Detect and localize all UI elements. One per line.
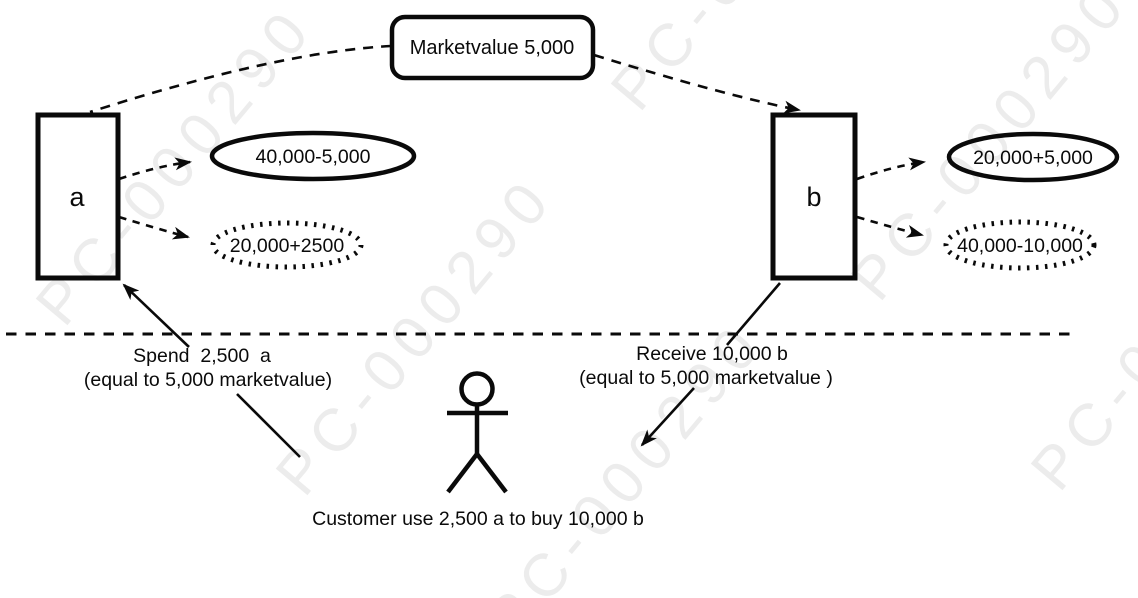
- ellipse-a-solid-balance: [209, 130, 417, 182]
- ellipse-a-dotted-balance: [210, 220, 364, 270]
- marketvalue-box: [389, 14, 596, 81]
- arrow-a-to-solid-balance: [118, 157, 192, 181]
- marketvalue-label: Marketvalue 5,000: [410, 37, 575, 59]
- arrow-b-to-dotted-balance: [856, 215, 924, 238]
- receive-label-line1: Receive 10,000 b: [636, 343, 788, 365]
- arrow-b-to-solid-balance: [856, 157, 926, 181]
- spend-label-line1: Spend 2,500 a: [133, 345, 271, 367]
- spend-label-line2: (equal to 5,000 marketvalue): [84, 369, 332, 391]
- receive-line-upper-segment: [726, 282, 781, 346]
- stick-figure-right-leg: [475, 452, 508, 494]
- receive-arrow-lower-segment: [640, 387, 695, 447]
- stick-figure-head: [459, 371, 495, 407]
- arrow-a-to-dotted-balance: [118, 215, 190, 240]
- marketvalue-curve-to-a: [89, 44, 392, 114]
- ellipse-b-dotted-balance: [943, 219, 1097, 271]
- spend-arrow-lower-segment: [236, 393, 301, 458]
- ellipse-b-solid-balance: [946, 131, 1120, 183]
- ellipse-a-dotted-balance-label: 20,000+2500: [230, 235, 345, 257]
- ellipse-b-dotted-balance-label: 40,000-10,000: [957, 235, 1083, 257]
- customer-caption: Customer use 2,500 a to buy 10,000 b: [312, 508, 644, 530]
- ellipse-b-solid-balance-label: 20,000+5,000: [973, 147, 1093, 169]
- entity-b-label: b: [806, 182, 821, 212]
- marketvalue-curve-to-b: [593, 53, 801, 114]
- ellipse-a-solid-balance-label: 40,000-5,000: [256, 146, 371, 168]
- entity-a-box: [35, 112, 121, 281]
- stick-figure: [446, 371, 508, 494]
- entity-a-label: a: [69, 182, 85, 212]
- entity-b-box: [770, 112, 858, 281]
- stick-figure-left-leg: [446, 452, 479, 494]
- receive-label-line2: (equal to 5,000 marketvalue ): [579, 367, 833, 389]
- spend-arrow-upper-segment: [122, 283, 190, 348]
